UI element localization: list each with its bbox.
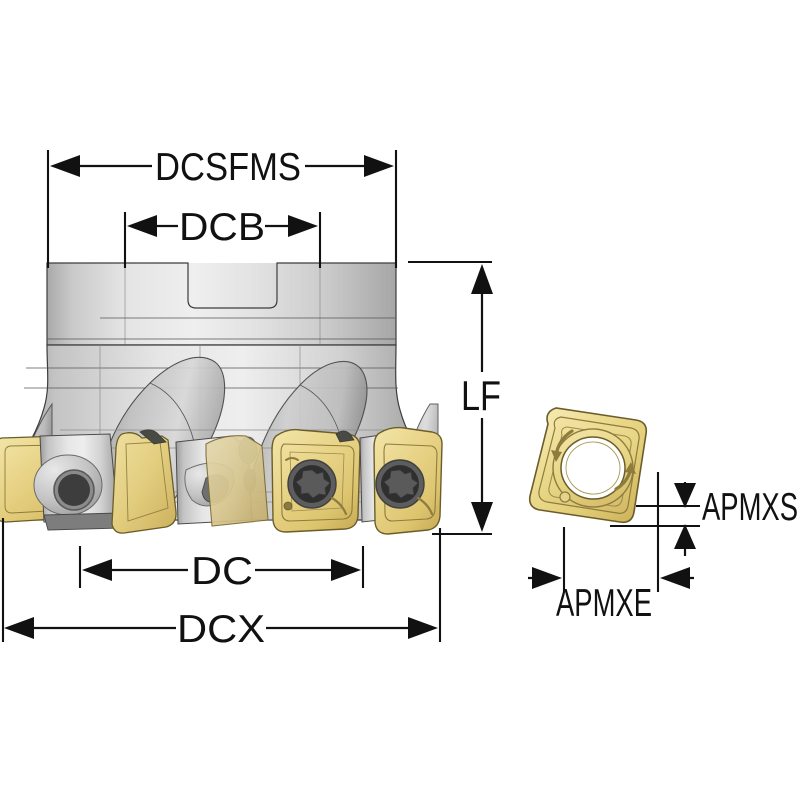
dimension-dcb: DCB	[123, 206, 322, 268]
cutter-insert-3	[205, 435, 269, 527]
dimension-dc: DC	[78, 546, 365, 593]
dimension-label-lf: LF	[461, 372, 501, 419]
dimension-apmxs: APMXS	[610, 482, 798, 556]
dimension-lf: LF	[408, 260, 501, 536]
dimension-dcx: DCX	[1, 518, 442, 651]
dimension-label-dc: DC	[191, 550, 253, 593]
dimension-label-dcsfms: DCSFMS	[155, 146, 301, 189]
dimension-label-apmxs: APMXS	[702, 486, 798, 529]
cutter-body-shank	[46, 262, 397, 346]
cutter-insert-2	[111, 429, 177, 534]
cutter-insert-1	[0, 433, 125, 531]
dimension-apmxe: APMXE	[528, 472, 694, 625]
dimension-label-apmxe: APMXE	[556, 582, 652, 625]
dimension-label-dcb: DCB	[179, 206, 265, 249]
dimension-dcsfms: DCSFMS	[46, 146, 398, 268]
dimension-label-dcx: DCX	[177, 608, 265, 651]
cutter-insert-5	[373, 426, 443, 535]
cutter-insert-4	[271, 428, 361, 533]
detail-insert	[528, 407, 648, 524]
cutter-body-assembly	[0, 262, 443, 535]
